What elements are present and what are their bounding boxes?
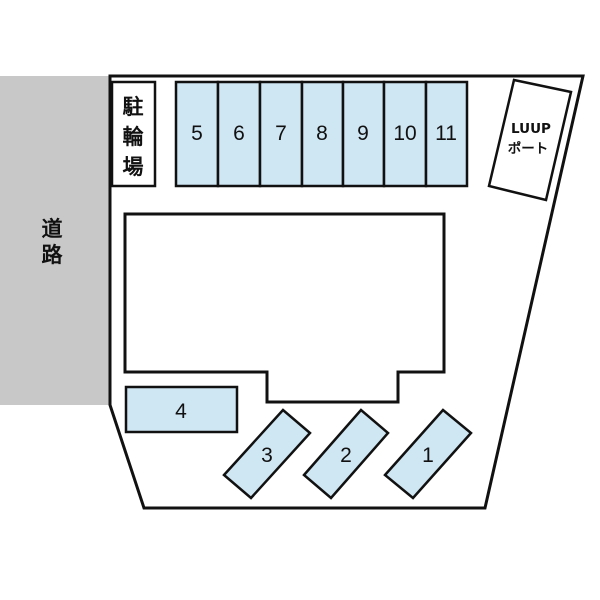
stall-label-8: 8 <box>316 122 328 145</box>
stall-label-5: 5 <box>191 122 203 145</box>
parking-stall-5[interactable] <box>174 80 220 188</box>
bicycle-parking-label-2: 輪 <box>123 125 145 149</box>
stall-label-1: 1 <box>422 444 434 467</box>
parking-stall-9[interactable] <box>341 80 386 188</box>
stall-label-11: 11 <box>435 122 457 145</box>
stall-label-10: 10 <box>393 122 416 145</box>
stall-label-7: 7 <box>275 122 287 145</box>
bicycle-parking <box>110 80 157 188</box>
parking-stall-2[interactable] <box>302 408 390 500</box>
bicycle-parking-label-3: 場 <box>123 155 144 179</box>
parking-stall-3[interactable] <box>222 408 312 500</box>
road-label-2: 路 <box>42 243 64 267</box>
stall-label-2: 2 <box>340 444 352 467</box>
parking-stall-1[interactable] <box>383 408 473 500</box>
parking-stall-8[interactable] <box>300 80 345 188</box>
stall-label-6: 6 <box>233 122 245 145</box>
luup-port-label-2: ポート <box>508 140 549 157</box>
road <box>0 76 110 405</box>
parking-stall-4[interactable] <box>124 385 239 434</box>
parking-stall-6[interactable] <box>216 80 262 188</box>
stall-label-3: 3 <box>261 444 273 467</box>
luup-port-label-1: LUUP <box>511 121 551 137</box>
road-label-1: 道 <box>42 217 63 241</box>
stall-label-9: 9 <box>357 122 369 145</box>
bicycle-parking-label-1: 駐 <box>123 95 144 119</box>
luup-port <box>487 78 573 202</box>
parking-stall-10[interactable] <box>382 80 428 188</box>
stall-label-4: 4 <box>175 400 187 423</box>
building <box>123 212 446 404</box>
stall-row-top: 5 6 7 8 9 10 11 <box>174 80 469 188</box>
parking-stall-11[interactable] <box>424 80 469 188</box>
